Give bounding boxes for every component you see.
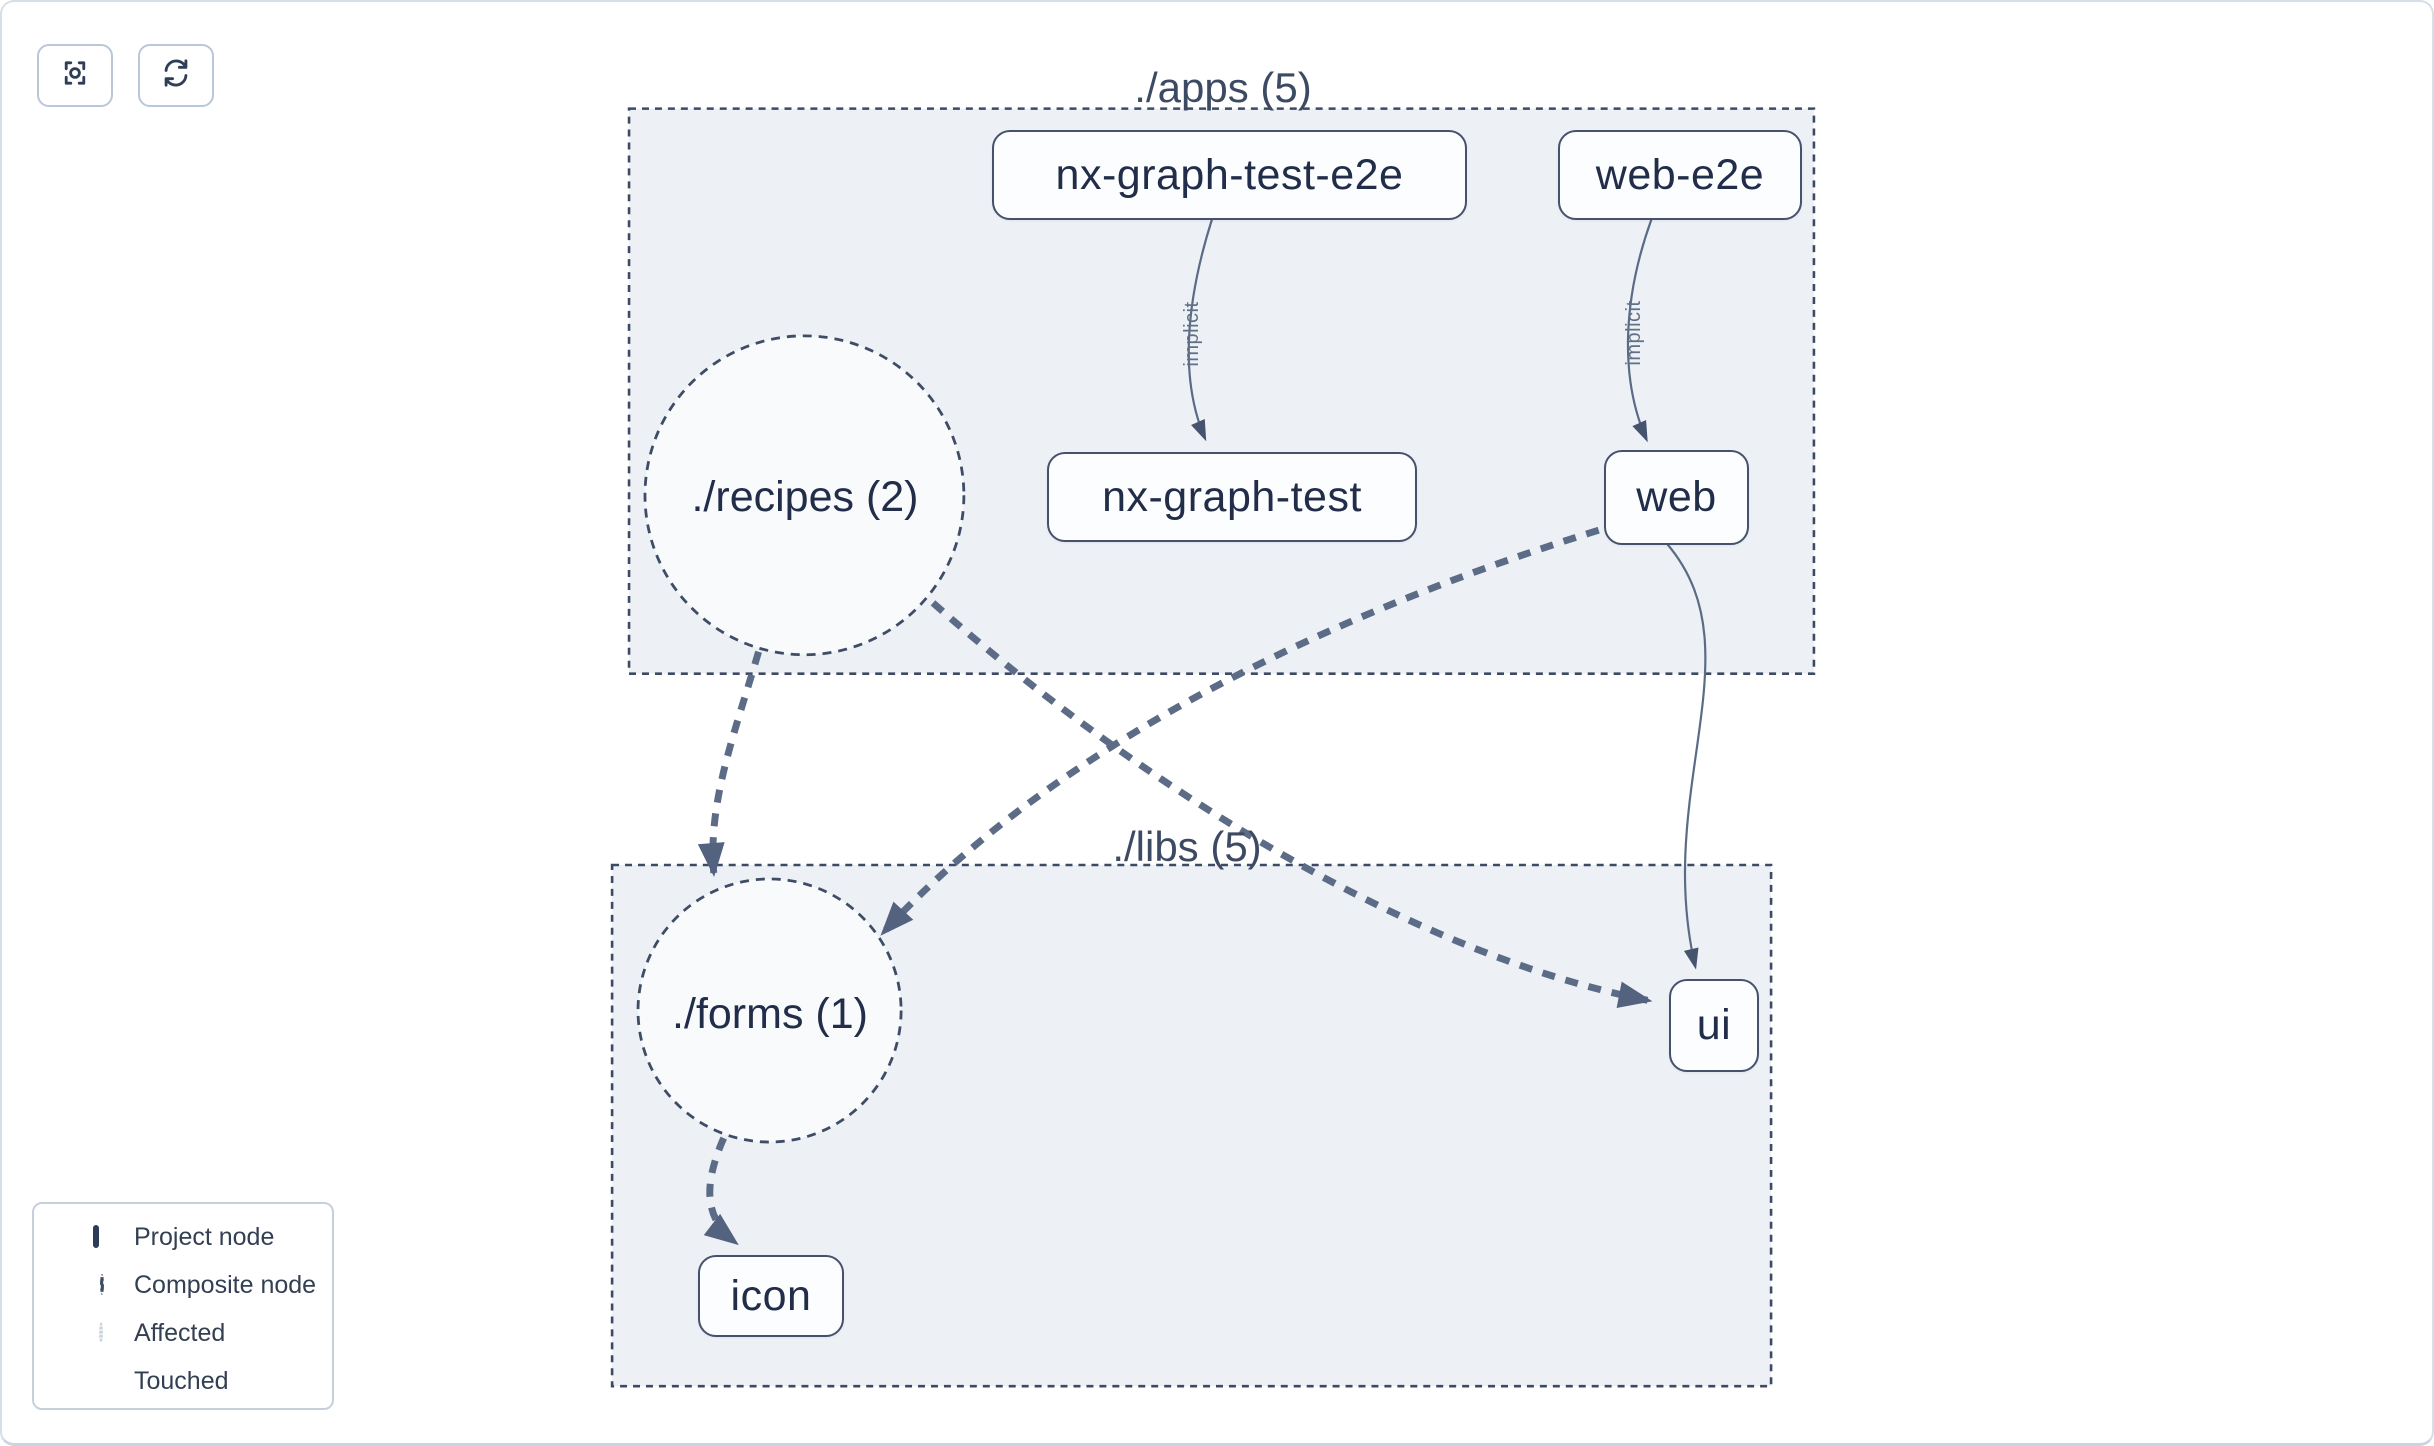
focus-button[interactable] (37, 44, 113, 107)
edge-nx-graph-test-e2e-to-nx-graph-test (1187, 218, 1214, 442)
edge-recipes-to-ui (930, 600, 1653, 1009)
legend-label: Affected (134, 1318, 226, 1347)
project-node-icon[interactable]: icon (698, 1255, 844, 1337)
refresh-button[interactable] (138, 44, 214, 107)
legend-label: Touched (134, 1366, 229, 1395)
composite-node-forms-circle[interactable] (636, 877, 903, 1144)
affected-swatch-icon (93, 1322, 103, 1343)
edge-forms-to-icon (703, 1136, 739, 1246)
project-node-nx-graph-test[interactable]: nx-graph-test (1047, 452, 1417, 542)
viewfinder-icon (58, 56, 92, 95)
composite-node-recipes-circle[interactable] (643, 334, 966, 657)
refresh-icon (159, 56, 193, 95)
composite-node-swatch-icon (93, 1274, 104, 1295)
legend-row-project-node: Project node (34, 1213, 332, 1261)
legend-label: Project node (134, 1222, 275, 1251)
edge-web-to-ui (1665, 542, 1707, 970)
legend-row-touched: Touched (34, 1357, 332, 1405)
project-node-ui[interactable]: ui (1669, 979, 1759, 1072)
apps-group-title: ./apps (5) (1134, 64, 1312, 111)
libs-group-title: ./libs (5) (1112, 823, 1262, 870)
legend-row-composite-node: Composite node (34, 1261, 332, 1309)
project-node-web-e2e[interactable]: web-e2e (1558, 130, 1802, 220)
touched-swatch-icon (93, 1372, 99, 1390)
edge-recipes-to-forms (697, 650, 762, 877)
legend: Project node Composite node Affected Tou… (32, 1202, 334, 1410)
legend-label: Composite node (134, 1270, 317, 1299)
legend-row-affected: Affected (34, 1309, 332, 1357)
project-node-swatch-icon (93, 1225, 99, 1248)
project-node-web[interactable]: web (1604, 450, 1749, 545)
edge-web-e2e-to-web (1626, 218, 1653, 443)
edge-web-to-forms (880, 526, 1600, 936)
project-node-nx-graph-test-e2e[interactable]: nx-graph-test-e2e (992, 130, 1467, 220)
